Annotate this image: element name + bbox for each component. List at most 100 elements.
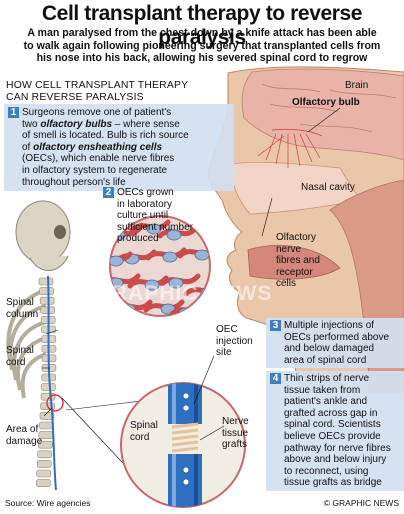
step-3-text: and below damaged (284, 343, 375, 355)
vertebra (39, 287, 54, 295)
label-line: injection (216, 335, 253, 347)
olfactory-bulbs-term: olfactory bulbs (40, 118, 113, 130)
nasal-cavity-shape (231, 161, 361, 215)
label-line: cells (276, 278, 297, 289)
step-4-text: tissue grafts as bridge (284, 477, 382, 489)
step-1-text: of (22, 141, 34, 153)
label-olfactory-nerve-fibres: Olfactory nerve fibres and receptor cell… (276, 232, 320, 290)
step-4-text: grafted across gap in (284, 407, 378, 419)
step-1-text: throughout person's life (22, 176, 126, 188)
eye-socket (54, 225, 66, 239)
label-line: Spinal (6, 297, 34, 308)
headline: Cell transplant therapy to reverse paral… (41, 2, 363, 49)
step-1-text: Surgeons remove one of patient's (22, 107, 172, 118)
nerve-graft-strip (171, 446, 199, 453)
vertebra (38, 277, 54, 286)
label-line: Area of (6, 424, 39, 435)
step-4-text: believe OECs provide (284, 430, 381, 442)
step-number: 2 (103, 187, 114, 198)
vertebra (36, 479, 51, 487)
step-2-text: in laboratory (117, 198, 173, 210)
step-number: 3 (270, 320, 281, 331)
label-brain: Brain (345, 80, 369, 91)
label-line: Spinal (130, 420, 158, 431)
vertebra (36, 469, 52, 478)
watermark: RAPHIC NEWS (112, 282, 273, 305)
label-line: tissue (222, 427, 249, 439)
step-4-text: Thin strips of nerve (284, 373, 370, 384)
step-2-text: culture until (117, 210, 169, 222)
vertebra (37, 450, 52, 459)
olfactory-nerve-fibres (257, 128, 323, 168)
label-spinal-cord-inset: Spinal cord (130, 420, 158, 443)
oec-cell (144, 279, 160, 291)
oec-cell (110, 255, 124, 267)
vertebra (39, 296, 55, 305)
label-spinal-column: Spinal column (6, 297, 38, 320)
nerve-graft-strip (171, 440, 199, 447)
copyright-credit: © GRAPHIC NEWS (323, 498, 399, 508)
label-line: nerve (276, 243, 302, 255)
step-number: 4 (270, 373, 281, 384)
nerve-graft-strip (171, 422, 199, 429)
step-1-text: of smell is located. Bulb is rich source (22, 130, 189, 142)
step-number: 1 (8, 107, 19, 118)
step-2-text: produced (117, 233, 159, 245)
step-1-text: two (22, 118, 41, 130)
step-4-text: spinal cord. Scientists (284, 419, 381, 431)
oec-cell (194, 249, 210, 261)
oec-cell (162, 251, 178, 263)
label-olfactory-bulb: Olfactory bulb (292, 97, 360, 108)
label-spinal-cord: Spinal cord (6, 345, 34, 368)
label-line: cord (130, 431, 150, 443)
step-3-text: OECs performed above (284, 331, 390, 343)
step-4-text: above and below injury (284, 454, 387, 466)
label-line: Nerve (222, 416, 249, 427)
nerve-graft-strip (171, 428, 199, 435)
label-line: site (216, 347, 232, 358)
oec-culture-dish (109, 215, 211, 317)
label-line: damage (6, 435, 43, 447)
intro-line: his nose into his back, allowing his sev… (36, 52, 368, 64)
oec-cell (166, 229, 182, 241)
oec-cell (168, 277, 184, 289)
vertebra (36, 460, 52, 468)
label-line: OEC (216, 324, 238, 335)
label-nasal-cavity: Nasal cavity (301, 182, 355, 193)
subhead-line: CAN REVERSE PARALYSIS (6, 92, 144, 103)
source-note: Source: Wire agencies (5, 498, 91, 508)
nerve-graft-strip (171, 434, 199, 441)
step-4-text: pathway for nerve fibres (284, 442, 391, 454)
label-line: grafts (222, 439, 248, 450)
label-line: Olfactory (276, 232, 317, 243)
label-line: fibres and (276, 255, 320, 266)
vertebra (39, 412, 55, 420)
vertebra (37, 440, 53, 449)
label-nerve-tissue-grafts: Nerve tissue grafts (222, 416, 249, 451)
tongue-shape (247, 244, 341, 280)
brain-folds (261, 83, 397, 133)
spinal-cord-line (47, 275, 57, 491)
nerve-tissue-grafts (171, 422, 199, 453)
intro-line: A man paralysed from the chest down by a… (27, 27, 377, 39)
jaw (29, 255, 69, 271)
oec-cell (146, 223, 162, 235)
step-4-text: to reconnect, using (284, 465, 369, 477)
vertebra (41, 383, 56, 391)
step-4-text: tissue taken from (284, 384, 361, 396)
label-oec-injection-site: OEC injection site (216, 324, 253, 359)
step-2-text: sufficient number (117, 221, 193, 233)
step-1-text: – where sense (112, 118, 180, 130)
step-4-text: patient's ankle and (284, 396, 368, 408)
step-3-text: area of spinal cord (284, 354, 367, 366)
step-2-text: OECs grown (117, 187, 174, 198)
section-subhead: HOW CELL TRANSPLANT THERAPY CAN REVERSE … (6, 80, 206, 104)
step-1-text: (OECs), which enable nerve fibres (22, 153, 175, 165)
intro-text: A man paralysed from the chest down by a… (8, 27, 396, 65)
label-line: cord (6, 356, 26, 368)
